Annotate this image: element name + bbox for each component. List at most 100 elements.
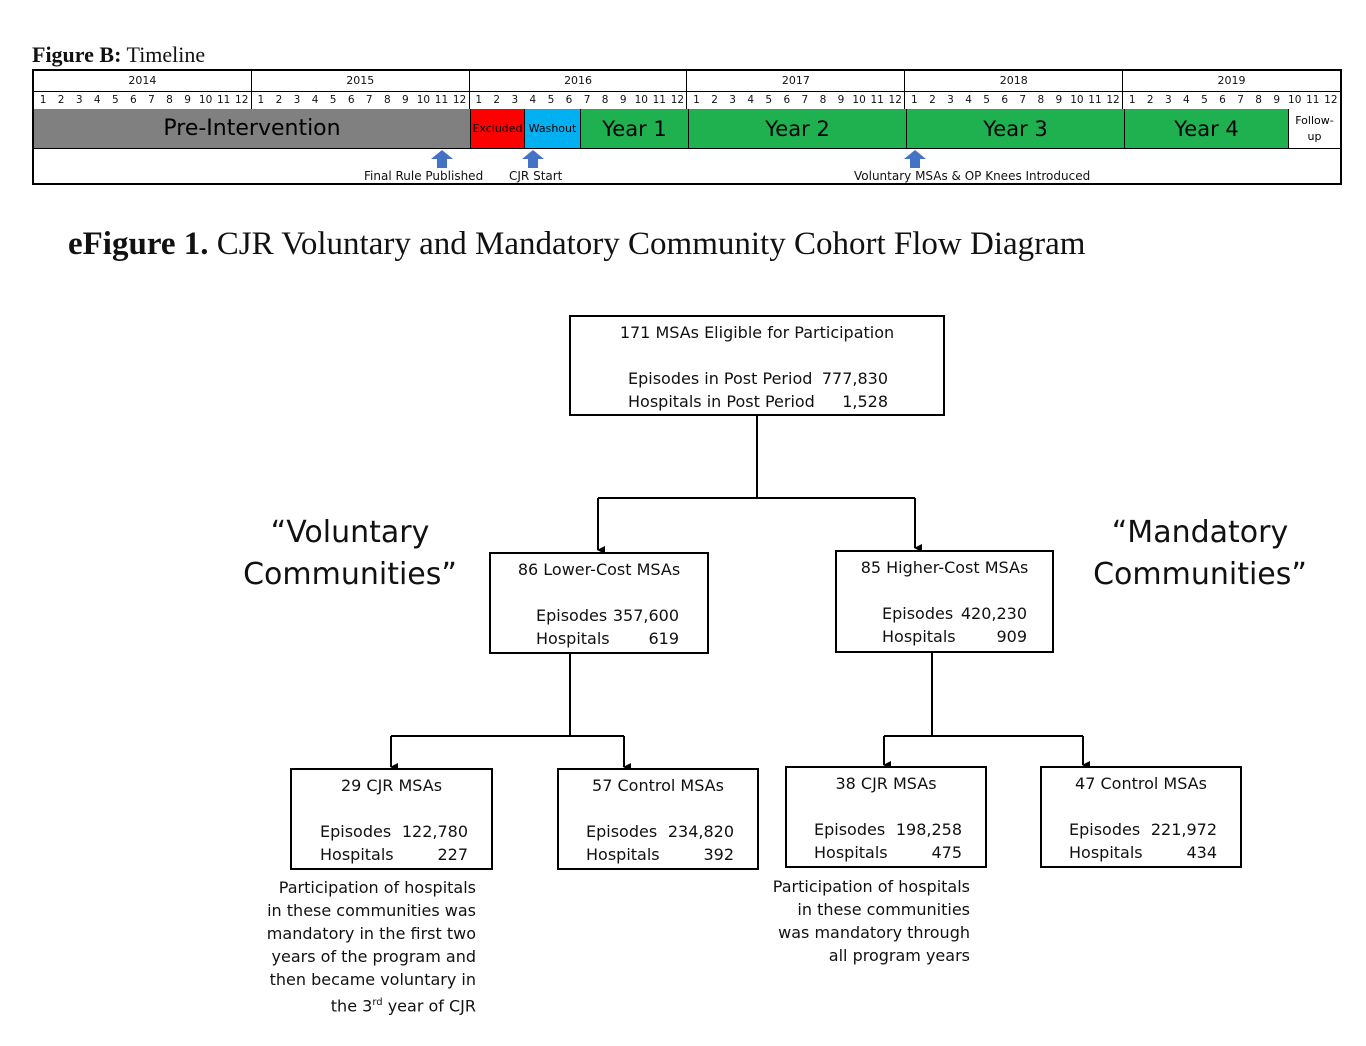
month-label: 12 bbox=[235, 94, 249, 106]
year-label: 2015 bbox=[252, 71, 470, 91]
up-arrow-icon bbox=[431, 150, 453, 168]
higher-cjr-episodes-label: Episodes bbox=[814, 820, 886, 839]
month-label: 8 bbox=[1037, 94, 1045, 106]
root-box: 171 MSAs Eligible for Participation Epis… bbox=[569, 315, 945, 416]
phase-follow-up: Follow-up bbox=[1289, 109, 1340, 148]
note-voluntary-line: years of the program and bbox=[271, 947, 476, 966]
note-mandatory-line: was mandatory through bbox=[778, 923, 970, 942]
lower-hospitals-label: Hospitals bbox=[536, 629, 610, 648]
root-hospitals-label: Hospitals in Post Period bbox=[628, 392, 815, 411]
month-label: 12 bbox=[670, 94, 685, 106]
month-label: 6 bbox=[783, 94, 791, 106]
note-mandatory-line: all program years bbox=[828, 946, 970, 965]
phase-year-1: Year 1 bbox=[581, 109, 689, 148]
higher-episodes-label: Episodes bbox=[882, 604, 954, 623]
month-label: 3 bbox=[511, 94, 519, 106]
lower-cjr-hospitals-label: Hospitals bbox=[320, 845, 394, 864]
higher-episodes-row: Episodes 420,230 bbox=[882, 604, 1027, 623]
note-mandatory-line: Participation of hospitals bbox=[772, 877, 970, 896]
lower-cjr-hospitals-row: Hospitals 227 bbox=[320, 845, 468, 864]
phase-pre-intervention: Pre-Intervention bbox=[34, 109, 471, 148]
month-label: 11 bbox=[434, 94, 449, 106]
month-label: 11 bbox=[216, 94, 231, 106]
lower-cjr-box: 29 CJR MSAs Episodes 122,780 Hospitals 2… bbox=[290, 768, 493, 870]
month-label: 10 bbox=[1288, 94, 1302, 106]
phase-washout: Washout bbox=[525, 109, 581, 148]
lower-cjr-box-title: 29 CJR MSAs bbox=[340, 776, 443, 795]
month-label: 4 bbox=[529, 94, 537, 106]
higher-cjr-episodes-value: 198,258 bbox=[895, 820, 962, 839]
month-label: 7 bbox=[583, 94, 591, 106]
month-label: 10 bbox=[198, 94, 213, 106]
lower-episodes-row: Episodes 357,600 bbox=[536, 606, 679, 625]
month-label: 6 bbox=[1001, 94, 1008, 106]
month-label: 3 bbox=[947, 94, 954, 106]
month-label: 9 bbox=[1055, 94, 1063, 106]
month-label: 12 bbox=[888, 94, 902, 106]
month-label: 5 bbox=[983, 94, 990, 106]
note-voluntary-communities: Participation of hospitals in these comm… bbox=[240, 876, 476, 1017]
timeline-title: Figure B: Timeline bbox=[32, 42, 205, 68]
note-voluntary-superscript: rd bbox=[372, 997, 383, 1008]
higher-control-hospitals-value: 434 bbox=[1186, 843, 1217, 862]
month-label: 8 bbox=[819, 94, 827, 106]
month-label: 7 bbox=[1019, 94, 1027, 106]
month-label: 12 bbox=[452, 94, 467, 106]
event-final-rule-published: Final Rule Published bbox=[364, 169, 484, 183]
higher-cjr-box-title: 38 CJR MSAs bbox=[835, 774, 937, 793]
month-label: 11 bbox=[870, 94, 884, 106]
month-label: 4 bbox=[311, 94, 319, 106]
lower-hospitals-row: Hospitals 619 bbox=[536, 629, 679, 648]
higher-cost-box-title: 85 Higher-Cost MSAs bbox=[860, 558, 1029, 577]
note-voluntary-line: Participation of hospitals bbox=[278, 878, 476, 897]
month-label: 4 bbox=[1183, 94, 1190, 106]
mandatory-label-line1: “Mandatory bbox=[1111, 515, 1289, 550]
note-mandatory-line: in these communities bbox=[797, 900, 970, 919]
note-mandatory-communities: Participation of hospitals in these comm… bbox=[734, 875, 970, 967]
flow-title-rest: CJR Voluntary and Mandatory Community Co… bbox=[208, 226, 1086, 262]
month-label: 11 bbox=[652, 94, 666, 106]
timeline-phase-row: Pre-Intervention Excluded Washout Year 1… bbox=[34, 109, 1340, 149]
month-label: 6 bbox=[347, 94, 355, 106]
lower-control-hospitals-row: Hospitals 392 bbox=[586, 845, 734, 864]
month-label: 2 bbox=[929, 94, 936, 106]
month-label: 11 bbox=[1088, 94, 1102, 106]
month-label: 1 bbox=[911, 94, 918, 106]
month-label: 6 bbox=[565, 94, 573, 106]
root-box-title: 171 MSAs Eligible for Participation bbox=[619, 323, 895, 342]
voluntary-communities-label: “Voluntary Communities” bbox=[230, 512, 470, 596]
higher-control-episodes-row: Episodes 221,972 bbox=[1069, 820, 1217, 839]
root-episodes-label: Episodes in Post Period bbox=[628, 369, 813, 388]
month-label: 5 bbox=[111, 94, 119, 106]
year-label: 2016 bbox=[470, 71, 688, 91]
higher-hospitals-row: Hospitals 909 bbox=[882, 627, 1027, 646]
month-label: 2 bbox=[57, 94, 65, 106]
year-label: 2014 bbox=[34, 71, 252, 91]
mandatory-label-line2: Communities” bbox=[1093, 557, 1307, 592]
voluntary-label-line2: Communities” bbox=[243, 557, 457, 592]
lower-control-box-title: 57 Control MSAs bbox=[592, 776, 724, 795]
higher-episodes-value: 420,230 bbox=[960, 604, 1027, 623]
higher-control-hospitals-row: Hospitals 434 bbox=[1069, 843, 1217, 862]
month-label: 8 bbox=[1255, 94, 1262, 106]
lower-control-episodes-row: Episodes 234,820 bbox=[586, 822, 734, 841]
higher-cjr-box: 38 CJR MSAs Episodes 198,258 Hospitals 4… bbox=[785, 766, 987, 868]
month-label: 4 bbox=[93, 94, 101, 106]
note-voluntary-line: in these communities was bbox=[267, 901, 476, 920]
month-label: 3 bbox=[729, 94, 736, 106]
lower-cost-box-title: 86 Lower-Cost MSAs bbox=[517, 560, 681, 579]
lower-episodes-value: 357,600 bbox=[612, 606, 679, 625]
month-label: 7 bbox=[365, 94, 373, 106]
phase-year-2: Year 2 bbox=[689, 109, 907, 148]
higher-control-box-title: 47 Control MSAs bbox=[1075, 774, 1207, 793]
month-label: 9 bbox=[837, 94, 845, 106]
higher-cjr-hospitals-row: Hospitals 475 bbox=[814, 843, 962, 862]
month-label: 8 bbox=[601, 94, 609, 106]
month-label: 3 bbox=[75, 94, 83, 106]
